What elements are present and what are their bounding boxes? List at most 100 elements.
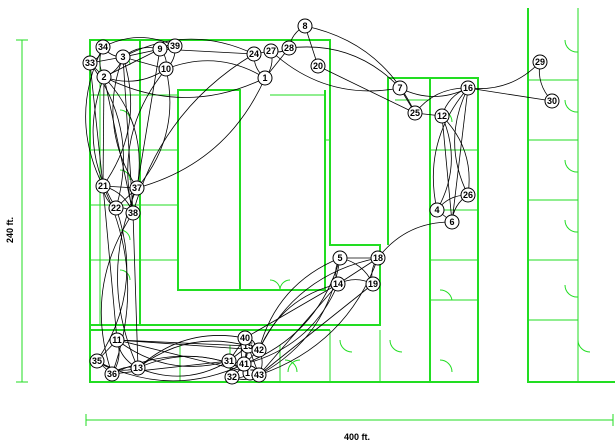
node-label-6: 6 xyxy=(449,217,454,227)
node-35: 35 xyxy=(90,354,104,368)
node-36: 36 xyxy=(105,367,119,381)
edge-38-36 xyxy=(101,213,133,374)
node-3: 3 xyxy=(116,50,130,64)
edge-24-38 xyxy=(133,54,254,213)
node-1: 1 xyxy=(258,71,272,85)
node-label-13: 13 xyxy=(133,363,143,373)
node-4: 4 xyxy=(430,203,444,217)
node-41: 41 xyxy=(237,357,251,371)
node-label-30: 30 xyxy=(547,96,557,106)
node-37: 37 xyxy=(130,181,144,195)
node-20: 20 xyxy=(311,59,325,73)
node-19: 19 xyxy=(366,277,380,291)
node-10: 10 xyxy=(159,62,173,76)
node-label-39: 39 xyxy=(170,41,180,51)
node-29: 29 xyxy=(533,55,547,69)
network-edges xyxy=(86,26,552,381)
node-label-26: 26 xyxy=(463,190,473,200)
node-6: 6 xyxy=(445,215,459,229)
node-38: 38 xyxy=(126,206,140,220)
node-label-14: 14 xyxy=(333,279,343,289)
edge-3-37 xyxy=(113,57,137,188)
node-25: 25 xyxy=(408,106,422,120)
node-26: 26 xyxy=(461,188,475,202)
node-14: 14 xyxy=(331,277,345,291)
node-label-12: 12 xyxy=(437,111,447,121)
node-13: 13 xyxy=(131,361,145,375)
node-label-2: 2 xyxy=(101,72,106,82)
node-2: 2 xyxy=(97,70,111,84)
node-11: 11 xyxy=(110,333,124,347)
node-label-11: 11 xyxy=(112,335,122,345)
node-label-16: 16 xyxy=(463,83,473,93)
node-label-9: 9 xyxy=(157,44,162,54)
edge-35-41 xyxy=(97,361,244,381)
edge-7-16 xyxy=(400,88,468,97)
node-21: 21 xyxy=(96,179,110,193)
node-16: 16 xyxy=(461,81,475,95)
node-12: 12 xyxy=(435,109,449,123)
edge-43-18 xyxy=(259,258,378,375)
node-label-21: 21 xyxy=(98,181,108,191)
node-22: 22 xyxy=(109,201,123,215)
height-label: 240 ft. xyxy=(5,217,15,243)
node-8: 8 xyxy=(298,19,312,33)
node-32: 32 xyxy=(225,370,239,384)
node-label-20: 20 xyxy=(313,61,323,71)
node-18: 18 xyxy=(371,251,385,265)
node-28: 28 xyxy=(282,41,296,55)
node-9: 9 xyxy=(153,42,167,56)
east-wing-outline xyxy=(90,78,478,382)
node-label-10: 10 xyxy=(161,64,171,74)
node-label-5: 5 xyxy=(337,253,342,263)
node-label-8: 8 xyxy=(302,21,307,31)
node-27: 27 xyxy=(264,44,278,58)
edge-6-18 xyxy=(378,222,452,258)
edge-42-18 xyxy=(259,258,378,350)
node-5: 5 xyxy=(333,251,347,265)
edge-16-30 xyxy=(468,88,552,101)
edge-2-21 xyxy=(103,77,104,186)
node-24: 24 xyxy=(247,47,261,61)
node-label-31: 31 xyxy=(224,356,234,366)
node-label-33: 33 xyxy=(85,58,95,68)
node-42: 42 xyxy=(252,343,266,357)
node-33: 33 xyxy=(83,56,97,70)
node-label-34: 34 xyxy=(98,42,108,52)
node-label-36: 36 xyxy=(107,369,117,379)
node-label-42: 42 xyxy=(254,345,264,355)
inner-block xyxy=(240,90,325,290)
node-label-19: 19 xyxy=(368,279,378,289)
edge-10-1 xyxy=(166,61,265,78)
node-34: 34 xyxy=(96,40,110,54)
node-label-1: 1 xyxy=(262,73,267,83)
node-31: 31 xyxy=(222,354,236,368)
node-label-29: 29 xyxy=(535,57,545,67)
edge-2-9 xyxy=(104,49,160,77)
node-label-25: 25 xyxy=(410,108,420,118)
node-label-24: 24 xyxy=(249,49,259,59)
node-label-7: 7 xyxy=(397,83,402,93)
node-7: 7 xyxy=(393,81,407,95)
inner-courtyard xyxy=(178,90,240,290)
node-label-32: 32 xyxy=(227,372,237,382)
node-label-37: 37 xyxy=(132,183,142,193)
node-43: 43 xyxy=(252,368,266,382)
node-40: 40 xyxy=(238,331,252,345)
node-label-40: 40 xyxy=(240,333,250,343)
node-label-38: 38 xyxy=(128,208,138,218)
node-label-43: 43 xyxy=(254,370,264,380)
node-label-22: 22 xyxy=(111,203,121,213)
node-label-35: 35 xyxy=(92,356,102,366)
edge-28-7 xyxy=(289,47,400,88)
node-30: 30 xyxy=(545,94,559,108)
edge-13-31 xyxy=(138,361,229,376)
node-label-28: 28 xyxy=(284,43,294,53)
node-39: 39 xyxy=(168,39,182,53)
width-label: 400 ft. xyxy=(344,432,370,442)
node-label-4: 4 xyxy=(434,205,439,215)
node-label-27: 27 xyxy=(266,46,276,56)
node-label-41: 41 xyxy=(239,359,249,369)
